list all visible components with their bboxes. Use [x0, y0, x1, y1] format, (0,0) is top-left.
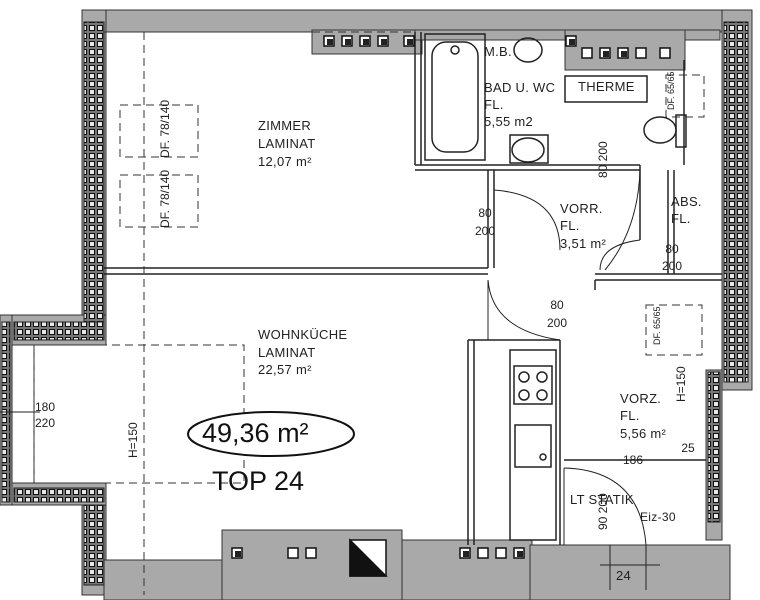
basins	[509, 37, 549, 164]
door-swings	[487, 169, 647, 546]
wohnkueche-name: WOHNKÜCHE	[258, 327, 348, 342]
bad-floor: FL.	[484, 97, 504, 112]
wohnkueche-floor: LAMINAT	[258, 345, 316, 360]
abs-door-h: 200	[661, 259, 683, 273]
total-area: 49,36 m²	[202, 418, 309, 448]
bad-mb: M.B.	[484, 44, 512, 59]
wk-door-h: 200	[546, 316, 568, 330]
wall-hatching	[1, 21, 749, 586]
width-25: 25	[681, 441, 695, 455]
zimmer-floor: LAMINAT	[258, 136, 316, 151]
unit-name: TOP 24	[212, 466, 305, 496]
vorz-height: H=150	[674, 366, 688, 402]
area-ellipse	[187, 411, 355, 457]
wall-block-fills	[235, 39, 627, 557]
zimmer-door-h: 200	[474, 224, 496, 238]
wk-door-w: 80	[550, 298, 564, 312]
df-vorz-label: DF. 65/65	[652, 306, 662, 345]
df-bad-label: DF. 65/65	[666, 71, 676, 110]
vorr-area: 3,51 m²	[560, 236, 607, 251]
bad-name: BAD U. WC	[484, 80, 556, 95]
vorr-name: VORR.	[560, 201, 603, 216]
zimmer-door-w: 80	[478, 206, 492, 220]
df-label-2: DF. 78/140	[158, 169, 172, 228]
vorz-area: 5,56 m²	[620, 426, 667, 441]
width-186: 186	[622, 453, 644, 467]
abs-door-w: 80	[665, 242, 679, 256]
eiz-label: Eiz-30	[640, 510, 676, 524]
bathtub	[424, 33, 486, 161]
abs-floor: FL.	[671, 211, 691, 226]
stairs	[600, 545, 660, 590]
kitchen-counter	[509, 349, 557, 541]
zimmer-area: 12,07 m²	[258, 154, 312, 169]
therme-label: THERME	[578, 79, 635, 94]
wk-height: H=150	[126, 422, 140, 458]
toilet	[643, 114, 687, 148]
stairs-label: 24	[616, 568, 632, 583]
interior-walls	[104, 32, 722, 545]
bad-door-dims: 80 200	[596, 141, 610, 178]
vorz-name: VORZ.	[620, 391, 662, 406]
df-label-1: DF. 78/140	[158, 99, 172, 158]
window-w: 180	[34, 400, 56, 414]
chimney	[349, 538, 388, 577]
vorr-floor: FL.	[560, 218, 580, 233]
statik-label: LT STATIK	[570, 492, 634, 507]
vorz-floor: FL.	[620, 408, 640, 423]
abs-name: ABS.	[671, 194, 702, 209]
wohnkueche-area: 22,57 m²	[258, 362, 312, 377]
window-h: 220	[34, 416, 56, 430]
zimmer-name: ZIMMER	[258, 118, 312, 133]
bad-area: 5,55 m2	[484, 114, 534, 129]
